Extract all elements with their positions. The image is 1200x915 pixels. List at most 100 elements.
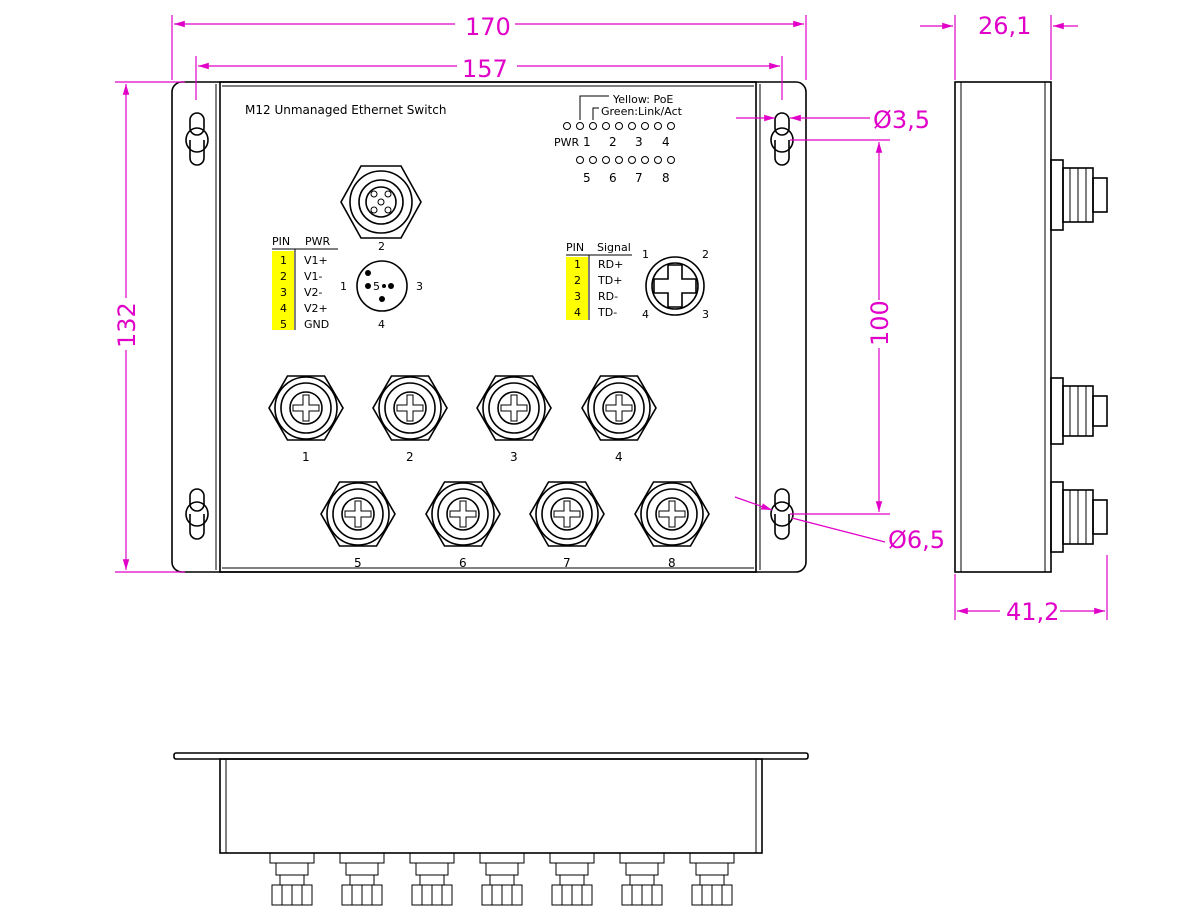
led-number: 5 — [583, 171, 591, 185]
led-indicator — [576, 156, 584, 164]
power-pin-label-right: 3 — [416, 280, 423, 293]
dim-132: 132 — [113, 302, 141, 348]
signal-pin-name: TD- — [597, 306, 617, 319]
dimension-panel-width: 157 — [195, 52, 783, 100]
led-indicator — [589, 156, 597, 164]
dimension-small-hole: Ø3,5 — [736, 106, 930, 134]
dim-170: 170 — [465, 13, 511, 41]
signal-pinout-diagram: 1 2 4 3 — [642, 248, 709, 321]
side-view — [954, 81, 1108, 573]
power-connector — [340, 165, 422, 239]
ethernet-port-connector: 7 — [529, 481, 605, 570]
mounting-slot-top-left — [185, 112, 209, 166]
power-pin-label-bottom: 4 — [378, 318, 385, 331]
bottom-connector — [619, 852, 665, 906]
dim-100: 100 — [866, 300, 894, 346]
led-indicator — [628, 156, 636, 164]
power-pin-label-center: 5 — [373, 280, 380, 293]
port-row-2: 5 6 7 8 — [320, 481, 710, 570]
port-row-1: 1 2 3 4 — [268, 375, 657, 464]
dimension-depth-bottom: 41,2 — [954, 555, 1108, 626]
led-legend-yellow: Yellow: PoE — [612, 93, 673, 106]
signal-pin-label-top-left: 1 — [642, 248, 649, 261]
signal-table-header-pin: PIN — [566, 241, 584, 254]
side-connector-port-row-1 — [1050, 377, 1108, 445]
ethernet-port-connector: 2 — [372, 375, 448, 464]
bottom-connector — [479, 852, 525, 906]
bottom-connector — [409, 852, 455, 906]
bottom-connector — [269, 852, 315, 906]
dimension-large-hole: Ø6,5 — [734, 496, 945, 554]
power-pin-name: V2- — [304, 286, 323, 299]
led-number: 8 — [662, 171, 670, 185]
bottom-connector — [549, 852, 595, 906]
side-connector-power — [1050, 159, 1108, 231]
led-indicator — [628, 122, 636, 130]
device-title: M12 Unmanaged Ethernet Switch — [245, 103, 446, 117]
power-pin-name: V1+ — [304, 254, 328, 267]
bottom-view — [173, 752, 809, 906]
power-table-header-pin: PIN — [272, 235, 290, 248]
power-pinout-diagram: 2 1 5 3 4 — [340, 240, 423, 331]
side-connector-port-row-2 — [1050, 481, 1108, 553]
power-pin-label-left: 1 — [340, 280, 347, 293]
dimension-height: 132 — [110, 81, 185, 573]
power-pin-number: 1 — [280, 254, 287, 267]
port-number: 3 — [510, 450, 518, 464]
switch-body — [219, 81, 757, 573]
mounting-slot-top-right — [770, 112, 794, 166]
power-pin-number: 2 — [280, 270, 287, 283]
mounting-slot-bottom-right — [770, 488, 794, 540]
ethernet-port-connector: 5 — [320, 481, 396, 570]
led-indicator — [615, 156, 623, 164]
port-number: 2 — [406, 450, 414, 464]
ethernet-port-connector: 1 — [268, 375, 344, 464]
power-table-header-name: PWR — [305, 235, 331, 248]
led-number: 4 — [662, 135, 670, 149]
led-numbers-row-2: 5 6 7 8 — [583, 171, 670, 185]
signal-pin-name: RD+ — [598, 258, 623, 271]
led-number: 2 — [609, 135, 617, 149]
dimension-overall-width: 170 — [171, 10, 807, 80]
power-pin-number: 4 — [280, 302, 287, 315]
bottom-connector — [339, 852, 385, 906]
signal-pin-label-top-right: 2 — [702, 248, 709, 261]
ethernet-port-connector: 4 — [581, 375, 657, 464]
led-indicator — [602, 156, 610, 164]
led-indicator — [641, 122, 649, 130]
led-indicator — [654, 156, 662, 164]
signal-pin-number: 4 — [574, 306, 581, 319]
power-pin-number: 5 — [280, 318, 287, 331]
dimension-hole-spacing: 100 — [790, 139, 895, 515]
port-number: 6 — [459, 556, 467, 570]
led-pwr-label: PWR — [554, 136, 580, 149]
led-indicator — [615, 122, 623, 130]
ethernet-port-connector: 8 — [634, 481, 710, 570]
ethernet-port-connector: 3 — [476, 375, 552, 464]
led-row-1 — [563, 122, 675, 130]
signal-pin-name: RD- — [598, 290, 618, 303]
led-legend-green: Green:Link/Act — [601, 105, 683, 118]
bottom-connector — [689, 852, 735, 906]
power-pin-label-top: 2 — [378, 240, 385, 253]
led-number: 3 — [635, 135, 643, 149]
signal-pin-number: 3 — [574, 290, 581, 303]
led-indicator — [667, 122, 675, 130]
led-number: 7 — [635, 171, 643, 185]
dim-41-2: 41,2 — [1006, 598, 1059, 626]
led-number: 6 — [609, 171, 617, 185]
mounting-slot-bottom-left — [185, 488, 209, 540]
led-numbers-row-1: 1 2 3 4 — [583, 135, 670, 149]
dim-26-1: 26,1 — [978, 12, 1031, 40]
power-pin-number: 3 — [280, 286, 287, 299]
front-view: M12 Unmanaged Ethernet Switch Yellow: Po… — [171, 81, 807, 573]
port-number: 8 — [668, 556, 676, 570]
led-row-2 — [576, 156, 675, 164]
led-indicator — [641, 156, 649, 164]
signal-pin-number: 2 — [574, 274, 581, 287]
power-pin-name: V2+ — [304, 302, 328, 315]
led-number: 1 — [583, 135, 591, 149]
